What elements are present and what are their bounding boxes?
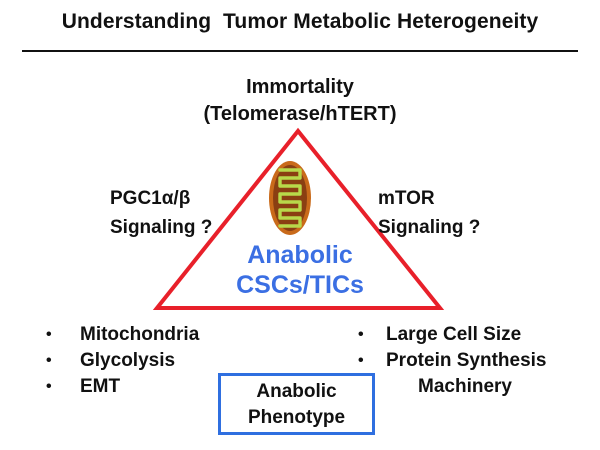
list-item: • Glycolysis (46, 348, 199, 374)
left-side-label: PGC1α/β Signaling ? (110, 184, 212, 242)
right-feature-list: • Large Cell Size • Protein Synthesis Ma… (358, 322, 547, 400)
phenotype-box: Anabolic Phenotype (218, 373, 375, 435)
triangle-outline (152, 127, 445, 310)
left-side-line2: Signaling ? (110, 217, 213, 238)
bullet: • (358, 352, 364, 369)
left-feature-list: • Mitochondria • Glycolysis • EMT (46, 322, 199, 400)
list-item-label: Glycolysis (80, 350, 176, 371)
list-item-continuation: Machinery (418, 376, 512, 397)
apex-label-line1: Immortality (246, 76, 354, 98)
apex-label: Immortality (Telomerase/hTERT) (0, 74, 600, 128)
bullet: • (46, 326, 52, 343)
list-item-label: EMT (80, 376, 121, 397)
right-side-line1: mTOR (378, 188, 435, 209)
center-label-line1: Anabolic (247, 241, 353, 269)
center-label: Anabolic CSCs/TICs (200, 240, 400, 300)
list-item-label: Mitochondria (80, 324, 200, 345)
title-divider (22, 50, 578, 52)
phenotype-box-line2: Phenotype (247, 407, 346, 428)
apex-label-line2: (Telomerase/hTERT) (203, 103, 397, 125)
center-label-line2: CSCs/TICs (236, 271, 364, 299)
list-item-label: Large Cell Size (386, 324, 522, 345)
right-side-line2: Signaling ? (378, 217, 481, 238)
list-item-label: Protein Synthesis (386, 350, 547, 371)
mitochondrion-icon (269, 161, 311, 235)
list-item: • Mitochondria (46, 322, 199, 348)
list-item: • Large Cell Size (358, 322, 547, 348)
bullet: • (46, 352, 52, 369)
page-title: Understanding Tumor Metabolic Heterogene… (61, 10, 539, 33)
left-side-line1: PGC1α/β (110, 188, 191, 209)
bullet: • (358, 326, 364, 343)
right-side-label: mTOR Signaling ? (378, 184, 480, 242)
phenotype-box-line1: Anabolic (256, 381, 337, 402)
list-item: • EMT (46, 374, 199, 400)
bullet: • (46, 378, 52, 395)
list-item: • Protein Synthesis (358, 348, 547, 374)
